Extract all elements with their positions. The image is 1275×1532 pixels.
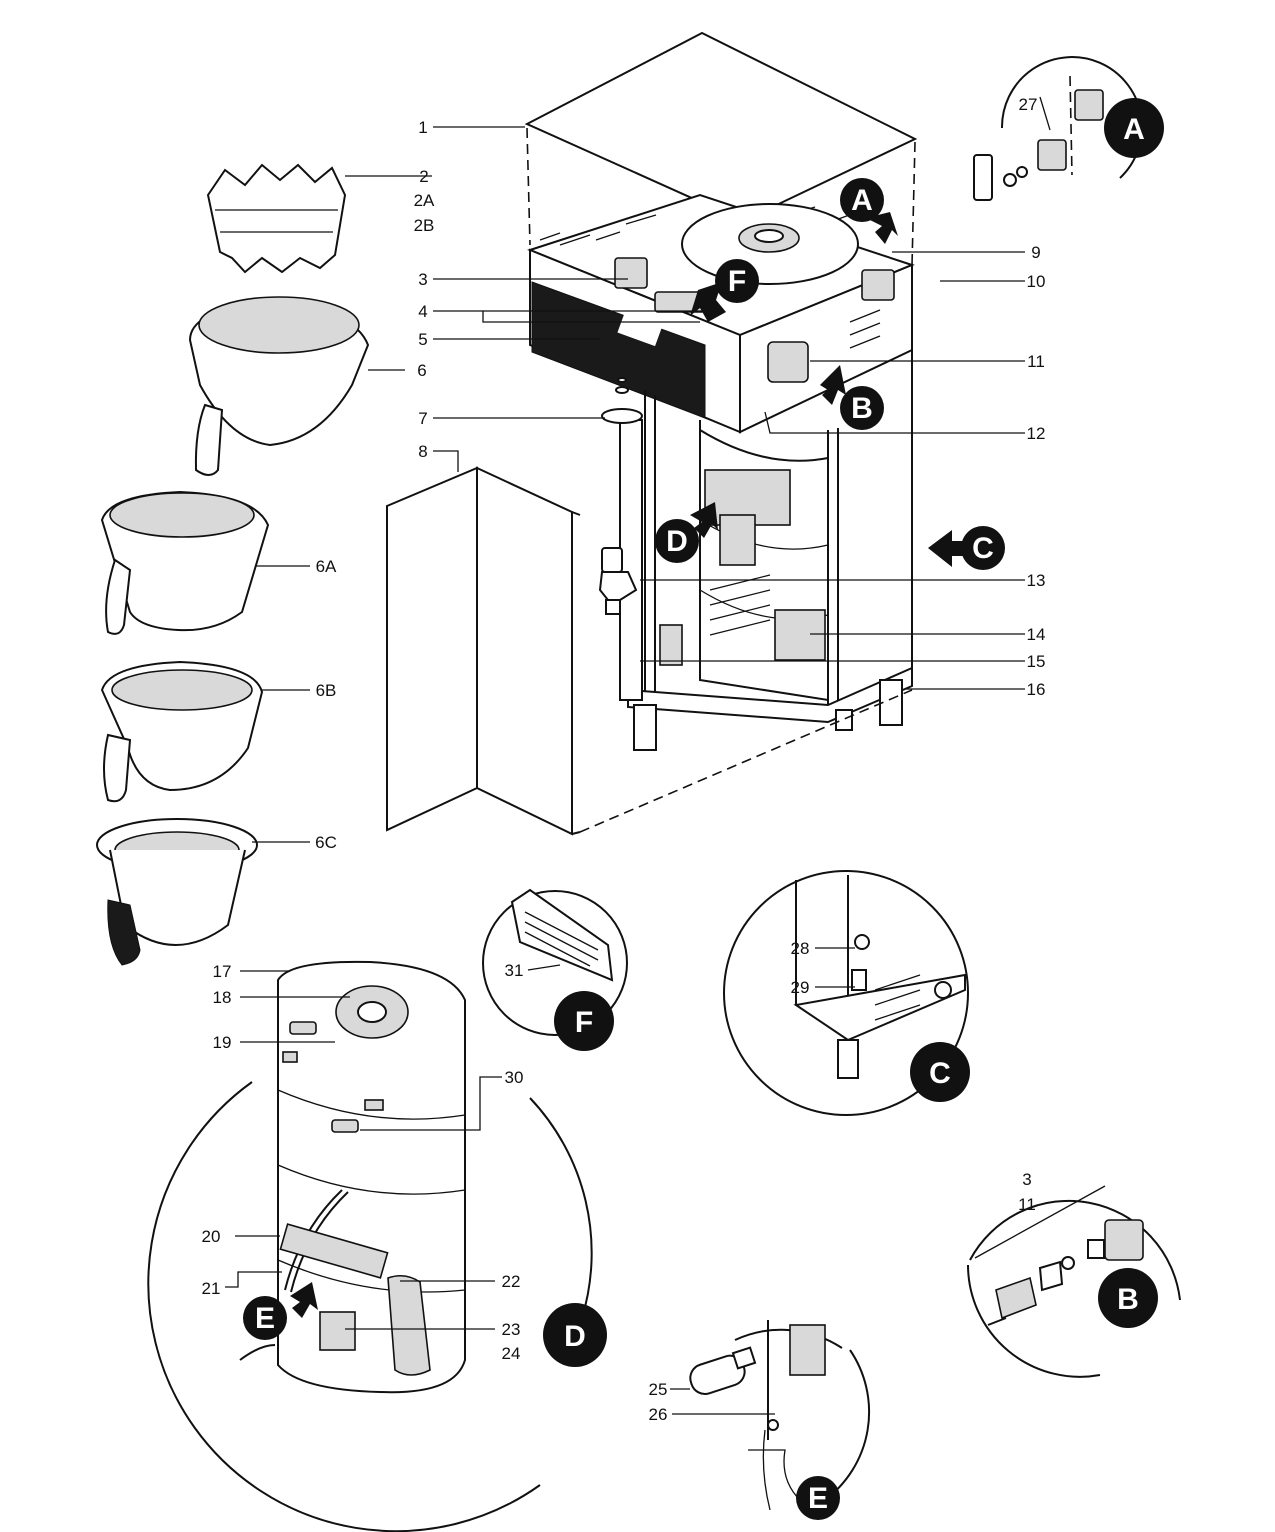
svg-text:D: D: [564, 1320, 586, 1353]
callout-20: 20: [202, 1227, 221, 1246]
badge-b-small: B: [840, 386, 884, 430]
side-door: [386, 466, 581, 836]
callout-4: 4: [418, 302, 427, 321]
callout-15: 15: [1027, 652, 1046, 671]
brewer-body: [527, 193, 915, 833]
callout-26: 26: [649, 1405, 668, 1424]
callout-22: 22: [502, 1272, 521, 1291]
callout-6a: 6A: [316, 557, 337, 576]
detail-c-circle: [723, 870, 969, 1116]
svg-text:F: F: [728, 265, 746, 298]
callout-19: 19: [213, 1033, 232, 1052]
callout-8: 8: [418, 442, 427, 461]
callout-2: 2: [419, 167, 428, 186]
arrow-c: [928, 530, 965, 567]
callout-6: 6: [417, 361, 426, 380]
callout-28: 28: [791, 939, 810, 958]
svg-text:C: C: [972, 532, 994, 565]
arrow-d: [690, 502, 718, 538]
callout-12: 12: [1027, 424, 1046, 443]
callout-14: 14: [1027, 625, 1046, 644]
badge-f-large: F: [554, 991, 614, 1051]
badge-d-large: D: [543, 1303, 607, 1367]
callout-30: 30: [505, 1068, 524, 1087]
detail-f-circle: [482, 888, 628, 1036]
brew-basket-6a: [100, 490, 270, 635]
top-cover: [524, 31, 918, 301]
callout-11: 11: [1027, 352, 1045, 371]
brew-basket-6c: [96, 818, 258, 966]
svg-text:B: B: [851, 392, 873, 425]
arrow-e: [290, 1282, 318, 1318]
brew-basket-6b: [100, 660, 264, 803]
callout-17: 17: [213, 962, 232, 981]
svg-text:A: A: [851, 184, 873, 217]
badge-e-small: E: [243, 1296, 287, 1340]
badge-c-small: C: [961, 526, 1005, 570]
callout-24: 24: [502, 1344, 521, 1363]
arrow-f: [690, 282, 726, 322]
callout-9: 9: [1031, 243, 1040, 262]
badge-a-small: A: [840, 178, 884, 222]
callout-10: 10: [1027, 272, 1046, 291]
badge-f-small: F: [715, 259, 759, 303]
arrow-a: [866, 212, 898, 244]
callout-16: 16: [1027, 680, 1046, 699]
leader-lines: [225, 96, 1051, 1415]
callout-13: 13: [1027, 571, 1046, 590]
svg-text:F: F: [575, 1006, 593, 1039]
svg-text:D: D: [666, 525, 688, 558]
callout-1: 1: [418, 118, 427, 137]
svg-text:E: E: [255, 1302, 275, 1335]
badge-c-large: C: [910, 1042, 970, 1102]
callout-6b: 6B: [316, 681, 337, 700]
callout-labels: 1 2 2A 2B 3 4 5 6 7 8 6A 6B 6C 9 10 11 1…: [202, 95, 1046, 1424]
badge-b-large: B: [1098, 1268, 1158, 1328]
callout-b-3: 3: [1022, 1170, 1031, 1189]
callout-b-11: 11: [1018, 1195, 1036, 1214]
svg-text:A: A: [1123, 113, 1145, 146]
svg-text:E: E: [808, 1482, 828, 1515]
callout-2b: 2B: [414, 216, 435, 235]
callout-25: 25: [649, 1380, 668, 1399]
callout-5: 5: [418, 330, 427, 349]
detail-e-circle: [689, 1320, 871, 1511]
detail-b-circle: [967, 1185, 1181, 1378]
paper-filter: [206, 163, 347, 274]
callout-3: 3: [418, 270, 427, 289]
callout-2a: 2A: [414, 191, 435, 210]
svg-text:B: B: [1117, 1283, 1139, 1316]
callout-29: 29: [791, 978, 810, 997]
detail-d-circle: [147, 960, 593, 1532]
callout-27: 27: [1019, 95, 1038, 114]
badge-e-large: E: [796, 1476, 840, 1520]
callout-7: 7: [418, 409, 427, 428]
callout-21: 21: [202, 1279, 221, 1298]
callout-6c: 6C: [315, 833, 337, 852]
badge-d-small: D: [655, 519, 699, 563]
badge-a-large: A: [1104, 98, 1164, 158]
detail-a-circle: [973, 56, 1143, 201]
arrow-b: [820, 365, 846, 405]
callout-18: 18: [213, 988, 232, 1007]
svg-text:C: C: [929, 1057, 951, 1090]
callout-31: 31: [505, 961, 524, 980]
callout-23: 23: [502, 1320, 521, 1339]
brew-basket-6: [188, 296, 370, 476]
